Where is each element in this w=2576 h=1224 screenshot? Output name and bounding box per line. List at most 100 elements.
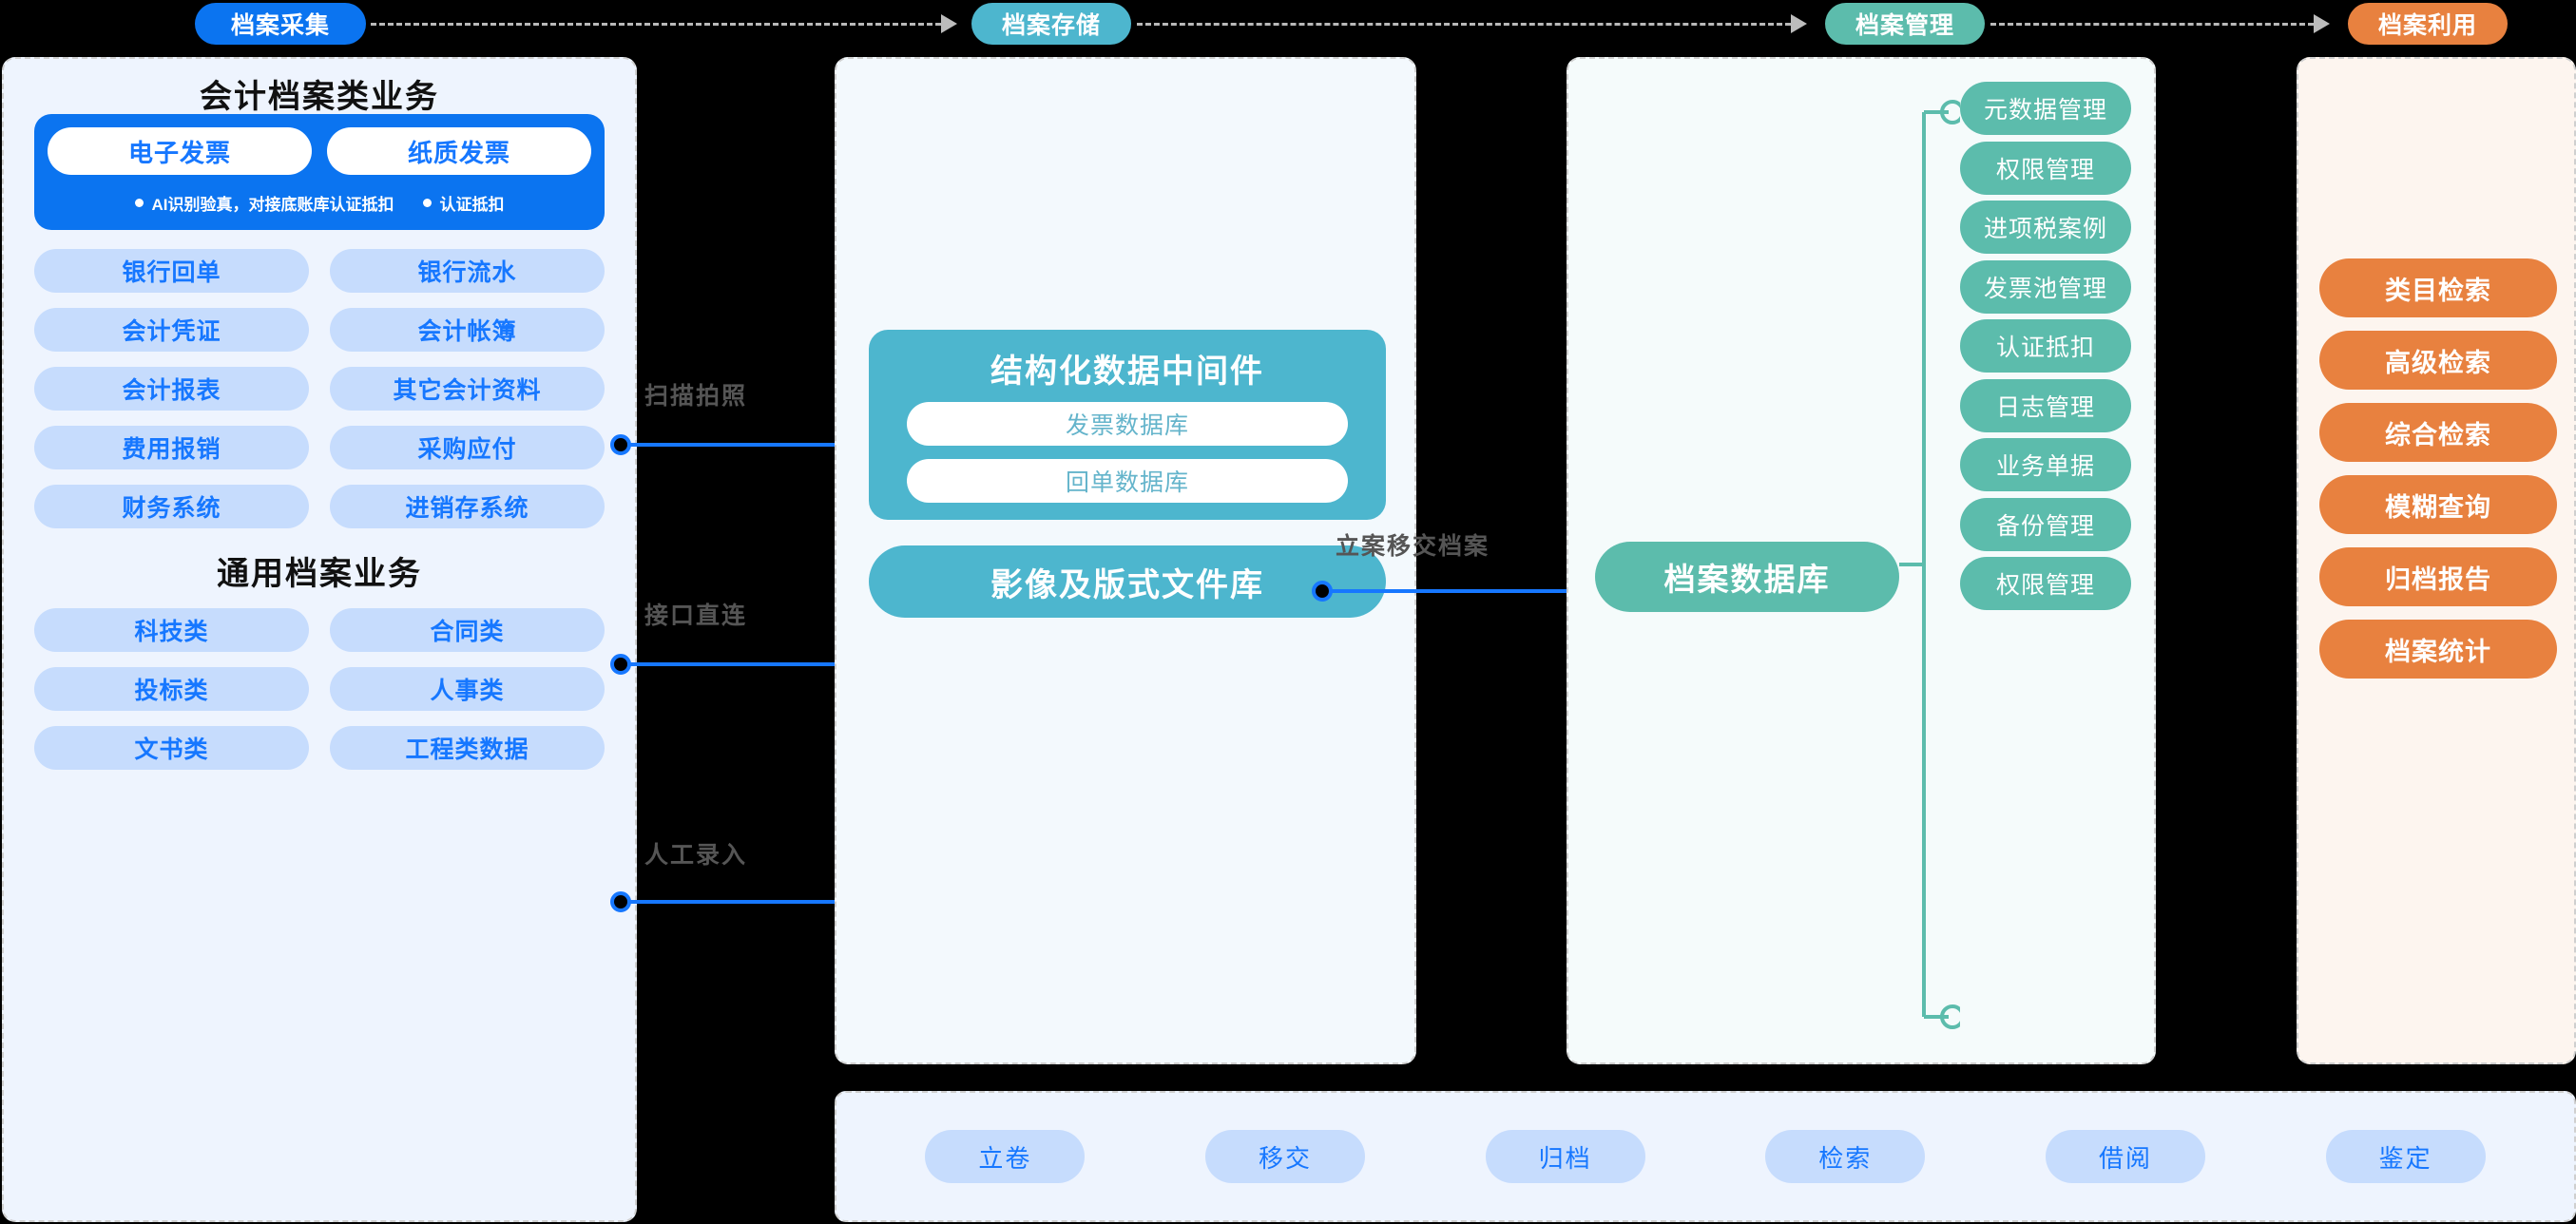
accounting-tag-label: 财务系统 — [122, 495, 221, 522]
phase-connector-3 — [1990, 23, 2314, 26]
invoice-note-0: AI识别验真，对接底账库认证抵扣 — [134, 191, 394, 215]
utilization-action-label: 类目检索 — [2385, 276, 2491, 305]
archive-lifecycle-flow: 立卷 移交 归档 检索 借阅 鉴定 — [835, 1091, 2576, 1222]
accounting-tag[interactable]: 采购应付 — [330, 426, 605, 469]
accounting-tag-label: 采购应付 — [417, 436, 517, 463]
archive-database-pill[interactable]: 档案数据库 — [1595, 542, 1899, 612]
tab-label: 纸质发票 — [407, 138, 510, 167]
image-library-label: 影像及版式文件库 — [990, 566, 1264, 603]
middleware-card: 结构化数据中间件 发票数据库 回单数据库 — [869, 330, 1386, 520]
utilization-action[interactable]: 归档报告 — [2319, 547, 2557, 606]
lifecycle-step[interactable]: 借阅 — [2045, 1130, 2205, 1183]
utilization-action-label: 高级检索 — [2385, 348, 2491, 377]
utilization-action[interactable]: 类目检索 — [2319, 258, 2557, 317]
management-module[interactable]: 元数据管理 — [1960, 82, 2131, 135]
management-module[interactable]: 权限管理 — [1960, 141, 2131, 195]
general-tag[interactable]: 文书类 — [34, 726, 309, 770]
management-module-label: 备份管理 — [1995, 512, 2095, 540]
accounting-tag-label: 银行回单 — [122, 259, 221, 286]
edge-line-api — [627, 662, 836, 666]
accounting-tag[interactable]: 银行回单 — [34, 249, 309, 293]
accounting-tag[interactable]: 进销存系统 — [330, 485, 605, 528]
general-tag[interactable]: 投标类 — [34, 667, 309, 711]
edge-label-api: 接口直连 — [644, 602, 748, 629]
lifecycle-step-label: 归档 — [1538, 1143, 1592, 1173]
receipt-database-chip[interactable]: 回单数据库 — [907, 459, 1348, 503]
management-module[interactable]: 认证抵扣 — [1960, 319, 2131, 373]
utilization-action[interactable]: 档案统计 — [2319, 620, 2557, 679]
accounting-tag-grid: 银行回单 银行流水会计凭证会计帐簿会计报表 其它会计资料费用报销 采购应付财务系统 进销… — [34, 249, 605, 528]
general-tag-label: 科技类 — [134, 619, 209, 645]
management-module-label: 权限管理 — [1995, 572, 2095, 599]
management-panel: 档案数据库 元数据管理权限管理进项税案例发票池管理认证抵扣日志管理业务单据备份管… — [1567, 57, 2156, 1064]
invoice-card: 电子发票 纸质发票 AI识别验真，对接底账库认证抵扣 认证抵扣 — [34, 114, 605, 230]
phase-pill-acquisition[interactable]: 档案采集 — [195, 3, 366, 45]
general-tag[interactable]: 科技类 — [34, 608, 309, 652]
general-tag-label: 投标类 — [134, 678, 209, 704]
lifecycle-step-label: 立卷 — [978, 1143, 1032, 1173]
phase-label: 档案管理 — [1855, 12, 1954, 39]
management-module[interactable]: 权限管理 — [1960, 557, 2131, 610]
bullet-icon — [134, 198, 144, 207]
accounting-tag[interactable]: 费用报销 — [34, 426, 309, 469]
management-module-label: 认证抵扣 — [1995, 335, 2095, 361]
invoice-database-chip[interactable]: 发票数据库 — [907, 402, 1348, 446]
accounting-tag[interactable]: 银行流水 — [330, 249, 605, 293]
general-tag[interactable]: 工程类数据 — [330, 726, 605, 770]
lifecycle-step[interactable]: 鉴定 — [2325, 1130, 2486, 1183]
utilization-action-label: 归档报告 — [2385, 564, 2491, 594]
note-text: 认证抵扣 — [439, 195, 505, 214]
management-module[interactable]: 备份管理 — [1960, 497, 2131, 551]
utilization-action-label: 综合检索 — [2385, 420, 2491, 449]
archive-database-label: 档案数据库 — [1663, 562, 1831, 597]
utilization-panel: 类目检索高级检索综合检索模糊查询归档报告档案统计 — [2297, 57, 2576, 1064]
management-module[interactable]: 日志管理 — [1960, 378, 2131, 432]
general-tag[interactable]: 人事类 — [330, 667, 605, 711]
lifecycle-step-label: 检索 — [1818, 1143, 1873, 1173]
tab-paper-invoice[interactable]: 纸质发票 — [327, 127, 591, 175]
phase-connector-1 — [371, 23, 941, 26]
management-module[interactable]: 发票池管理 — [1960, 259, 2131, 314]
lifecycle-step[interactable]: 检索 — [1765, 1130, 1926, 1183]
utilization-action-label: 模糊查询 — [2385, 492, 2491, 522]
accounting-tag-label: 银行流水 — [417, 259, 517, 286]
utilization-action[interactable]: 模糊查询 — [2319, 475, 2557, 534]
general-tag-label: 合同类 — [430, 619, 505, 645]
accounting-tag[interactable]: 会计帐簿 — [330, 308, 605, 352]
management-module[interactable]: 进项税案例 — [1960, 201, 2131, 254]
phase-pill-utilization[interactable]: 档案利用 — [2348, 3, 2508, 45]
storage-panel: 结构化数据中间件 发票数据库 回单数据库 影像及版式文件库 — [835, 57, 1416, 1064]
management-module[interactable]: 业务单据 — [1960, 438, 2131, 491]
lifecycle-step-label: 移交 — [1258, 1143, 1312, 1173]
management-module-label: 日志管理 — [1995, 393, 2095, 421]
accounting-tag-label: 进销存系统 — [405, 495, 529, 522]
lifecycle-step[interactable]: 归档 — [1485, 1130, 1645, 1183]
image-library-card: 影像及版式文件库 — [869, 545, 1386, 618]
note-text: AI识别验真，对接底账库认证抵扣 — [151, 195, 394, 214]
accounting-tag-label: 其它会计资料 — [393, 377, 542, 404]
db-label: 回单数据库 — [1065, 469, 1189, 496]
general-tag-label: 工程类数据 — [405, 736, 529, 763]
accounting-tag[interactable]: 会计凭证 — [34, 308, 309, 352]
db-label: 发票数据库 — [1065, 412, 1189, 439]
lifecycle-step[interactable]: 立卷 — [925, 1130, 1086, 1183]
accounting-tag[interactable]: 会计报表 — [34, 367, 309, 411]
phase-pill-management[interactable]: 档案管理 — [1825, 3, 1985, 45]
general-tag[interactable]: 合同类 — [330, 608, 605, 652]
invoice-note-1: 认证抵扣 — [422, 191, 505, 215]
edge-label-scan: 扫描拍照 — [644, 383, 748, 410]
management-module-label: 业务单据 — [1995, 453, 2095, 480]
utilization-action[interactable]: 高级检索 — [2319, 331, 2557, 390]
tab-electronic-invoice[interactable]: 电子发票 — [48, 127, 312, 175]
lifecycle-step-label: 借阅 — [2098, 1143, 2152, 1173]
phase-pill-storage[interactable]: 档案存储 — [971, 3, 1131, 45]
general-tag-grid: 科技类 合同类投标类 人事类文书类 工程类数据 — [34, 608, 605, 770]
edge-line-scan — [627, 443, 836, 447]
utilization-action[interactable]: 综合检索 — [2319, 403, 2557, 462]
accounting-tag[interactable]: 其它会计资料 — [330, 367, 605, 411]
tab-label: 电子发票 — [127, 138, 231, 167]
phase-bar: 档案采集 档案存储 档案管理 档案利用 — [0, 0, 2576, 48]
lifecycle-step[interactable]: 移交 — [1204, 1130, 1365, 1183]
accounting-tag[interactable]: 财务系统 — [34, 485, 309, 528]
utilization-action-label: 档案统计 — [2385, 637, 2491, 666]
